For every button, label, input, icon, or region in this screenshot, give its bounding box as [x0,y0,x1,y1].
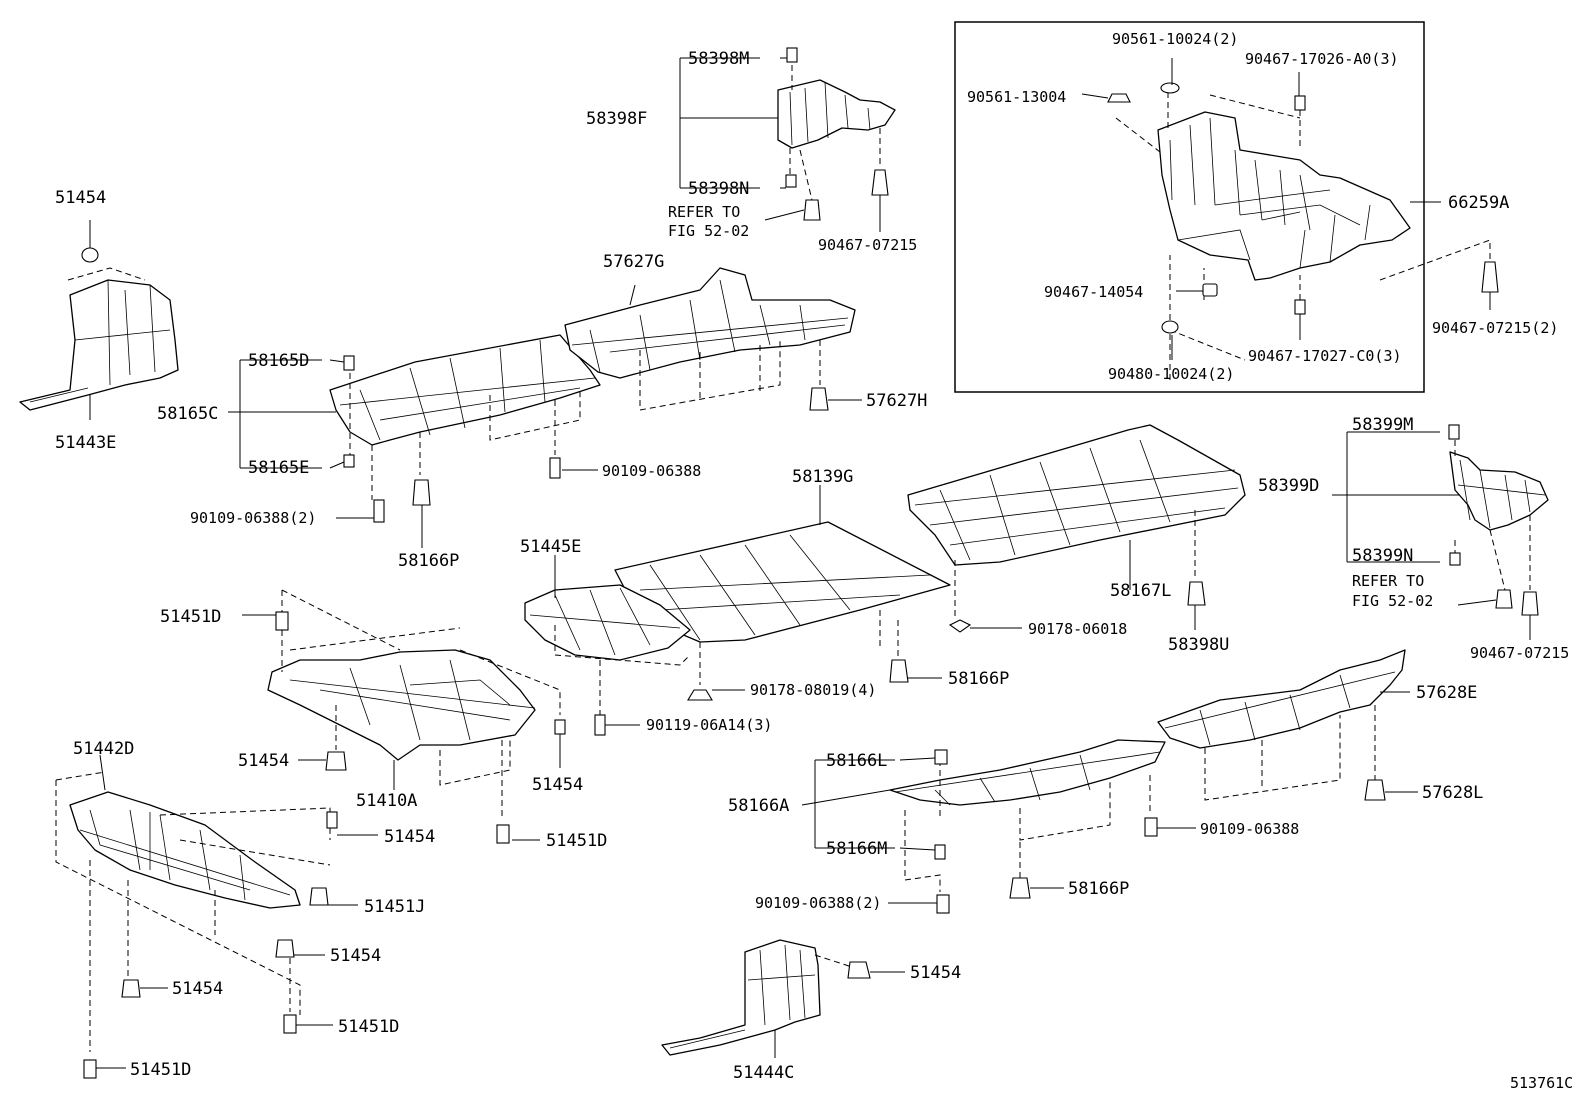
label-90178-08019: 90178-08019(4) [750,681,876,699]
part-58398F [777,79,896,149]
label-90119-06A14: 90119-06A14(3) [646,716,772,734]
label-90467-07215-a: 90467-07215 [818,236,917,254]
label-57628E: 57628E [1416,683,1477,703]
label-51410A: 51410A [356,791,417,811]
part-58399D [1449,451,1549,531]
part-58165C [329,334,601,446]
label-51454-a: 51454 [55,188,106,208]
label-58166M: 58166M [826,839,887,859]
label-58165C: 58165C [157,404,218,424]
label-51454-b: 51454 [238,751,289,771]
label-90480-10024: 90480-10024(2) [1108,365,1234,383]
part-51445E [524,584,691,661]
label-57627G: 57627G [603,252,664,272]
label-58166P-b: 58166P [948,669,1009,689]
figure-code: 513761C [1510,1074,1573,1092]
part-51443E [19,279,179,411]
label-51451D-d: 51451D [130,1060,191,1080]
label-51451D-a: 51451D [160,607,221,627]
label-51454-e: 51454 [330,946,381,966]
label-58399N: 58399N [1352,546,1413,566]
label-51454-f: 51454 [172,979,223,999]
label-51451D-c: 51451D [338,1017,399,1037]
label-90561-13004: 90561-13004 [967,88,1066,106]
label-90467-17026: 90467-17026-A0(3) [1245,50,1399,68]
label-90109-06388-a: 90109-06388 [602,462,701,480]
label-58166A: 58166A [728,796,789,816]
label-58167L: 58167L [1110,581,1171,601]
part-57628E [1157,649,1406,749]
label-51454-c: 51454 [532,775,583,795]
label-51451J: 51451J [364,897,425,917]
label-57628L: 57628L [1422,783,1483,803]
label-90109-06388-2a: 90109-06388(2) [190,509,316,527]
label-90467-07215-2: 90467-07215(2) [1432,319,1558,337]
label-58139G: 58139G [792,467,853,487]
inset-box [954,21,1425,393]
part-58166A [889,739,1166,806]
label-58398N: 58398N [688,179,749,199]
part-51444C [661,939,821,1056]
label-58165E: 58165E [248,458,309,478]
part-51410A [267,649,536,761]
label-51454-d: 51454 [384,827,435,847]
label-90561-10024: 90561-10024(2) [1112,30,1238,48]
label-90467-07215-b: 90467-07215 [1470,644,1569,662]
label-58398U: 58398U [1168,635,1229,655]
label-90109-06388-b: 90109-06388 [1200,820,1299,838]
inset-fasteners [1107,82,1499,334]
label-58399D: 58399D [1258,476,1319,496]
label-51442D: 51442D [73,739,134,759]
label-90467-14054: 90467-14054 [1044,283,1143,301]
label-90178-06018: 90178-06018 [1028,620,1127,638]
label-51454-g: 51454 [910,963,961,983]
label-58166L: 58166L [826,751,887,771]
label-58166P-c: 58166P [1068,879,1129,899]
label-57627H: 57627H [866,391,927,411]
label-58166P-a: 58166P [398,551,459,571]
label-51445E: 51445E [520,537,581,557]
battery-tray [1157,111,1411,281]
label-fig-52-02-2: FIG 52-02 [1352,592,1433,610]
label-58398M: 58398M [688,49,749,69]
part-57627G [564,267,856,379]
label-51444C: 51444C [733,1063,794,1083]
label-90467-17027: 90467-17027-C0(3) [1248,347,1402,365]
label-fig-52-02-1: FIG 52-02 [668,222,749,240]
part-58167L [907,424,1246,566]
label-51451D-b: 51451D [546,831,607,851]
label-58398F: 58398F [586,109,647,129]
label-refer-to-2: REFER TO [1352,572,1424,590]
label-51443E: 51443E [55,433,116,453]
label-90109-06388-2b: 90109-06388(2) [755,894,881,912]
label-refer-to-1: REFER TO [668,203,740,221]
label-66259A: 66259A [1448,193,1509,213]
part-51442D [69,791,301,909]
label-58165D: 58165D [248,351,309,371]
label-58399M: 58399M [1352,415,1413,435]
